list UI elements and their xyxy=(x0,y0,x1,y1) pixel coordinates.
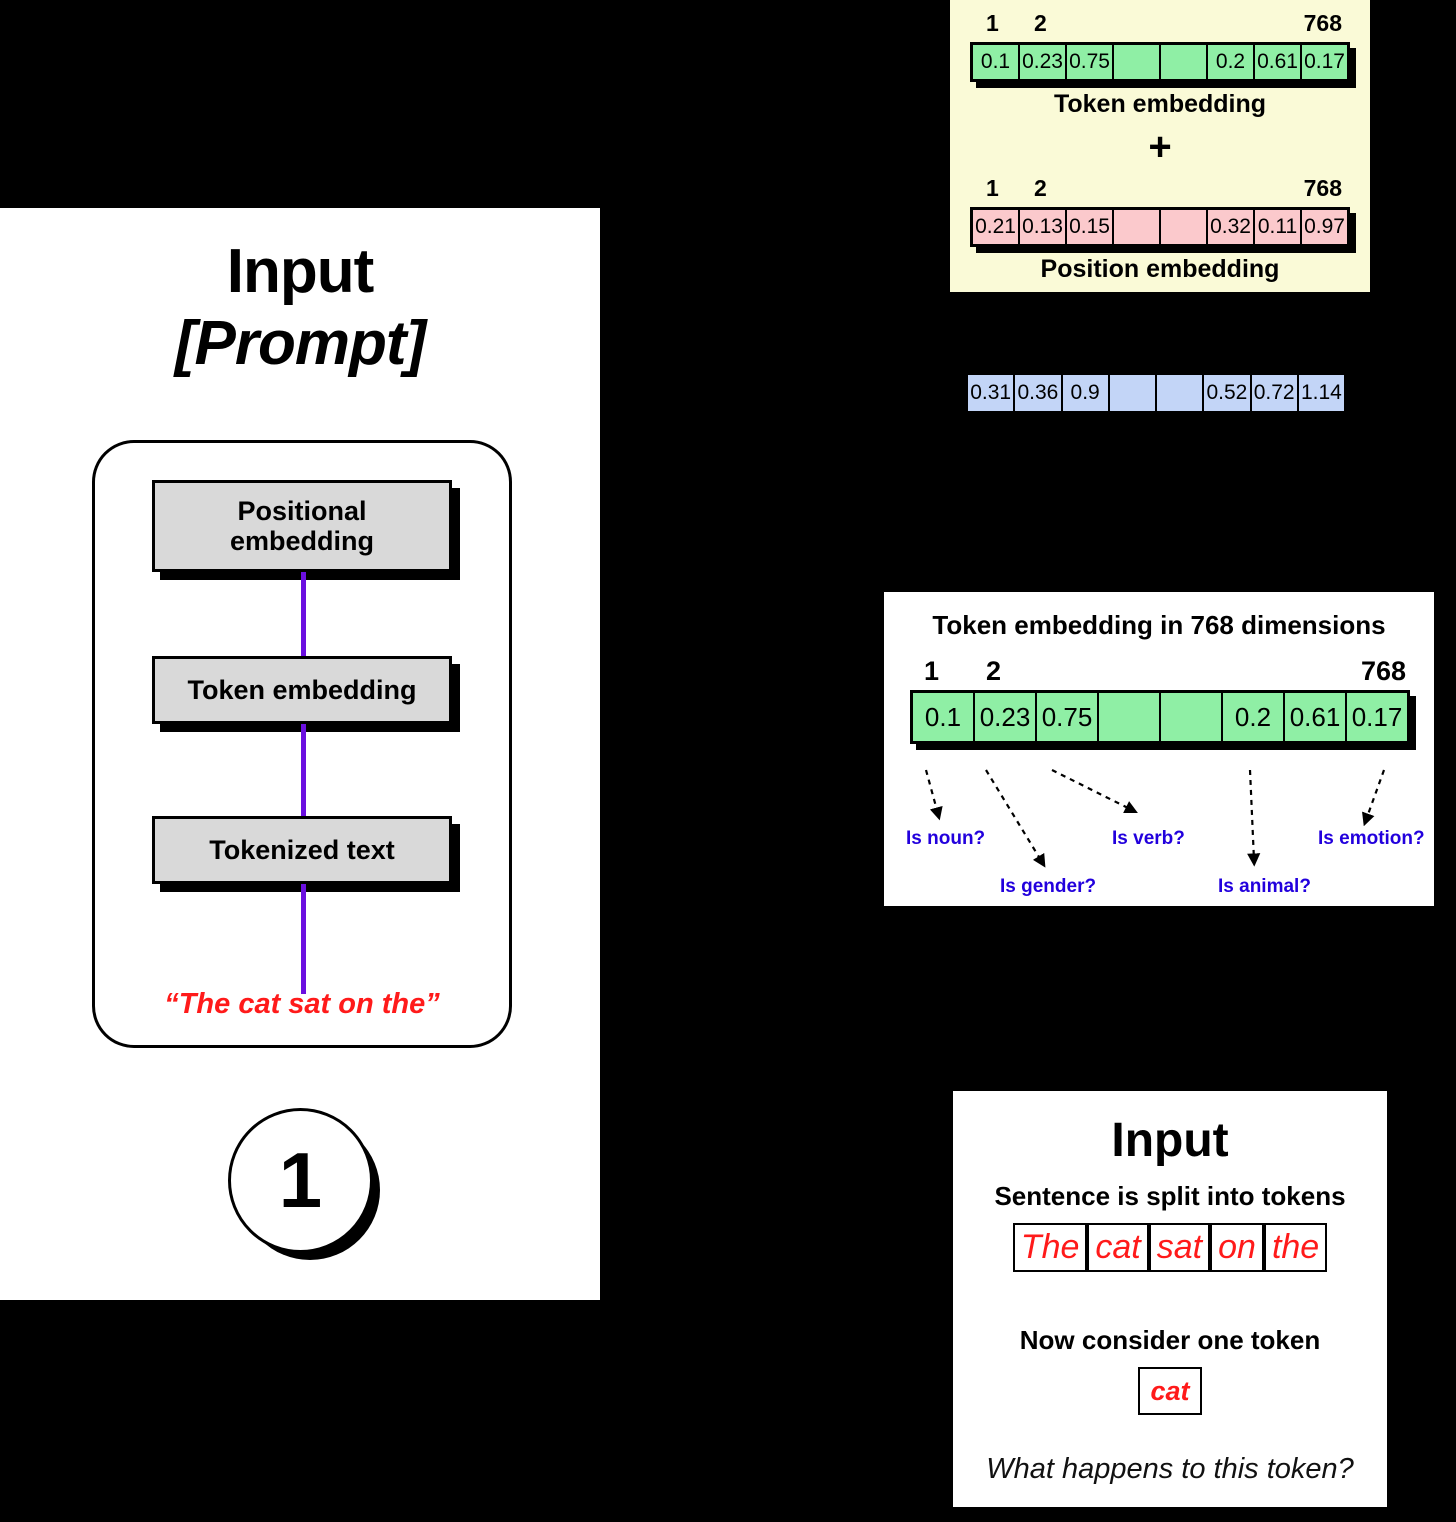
pointer-is-emotion xyxy=(1362,769,1386,827)
token-embedding-cell-1: 0.1 xyxy=(973,45,1020,79)
position-embedding-cell-6: 0.32 xyxy=(1208,210,1255,244)
token-embedding-cell-4 xyxy=(1114,45,1161,79)
panel-title-prompt: [Prompt] xyxy=(174,309,426,378)
input-panel-title: Input xyxy=(1111,1114,1229,1167)
pipeline-connector-2 xyxy=(301,724,306,818)
position-embedding-caption: Position embedding xyxy=(1040,255,1280,283)
step-number-badge: 1 xyxy=(228,1108,380,1260)
token-box-sat[interactable]: sat xyxy=(1148,1223,1211,1272)
pipeline-connector-3 xyxy=(301,884,306,994)
stage-tokenized-text-label: Tokenized text xyxy=(209,834,395,865)
result-vector-cell-5 xyxy=(1157,375,1205,411)
feature-pointer-arrows xyxy=(924,769,1386,868)
selected-token-wrap: cat xyxy=(953,1367,1387,1415)
stage-tokenized-text[interactable]: Tokenized text xyxy=(152,816,452,884)
result-vector-cell-6: 0.52 xyxy=(1204,375,1252,411)
token-embedding-index-2: 2 xyxy=(1034,10,1047,36)
selected-token-label: cat xyxy=(1150,1375,1190,1406)
result-vector-cell-2: 0.36 xyxy=(1015,375,1063,411)
panel-title-input: Input xyxy=(226,237,375,306)
position-embedding-cell-5 xyxy=(1161,210,1208,244)
token-box-on[interactable]: on xyxy=(1210,1223,1264,1272)
token-embedding-cell-6: 0.2 xyxy=(1208,45,1255,79)
dimensions-vector-cell-5 xyxy=(1161,693,1223,741)
plus-operator: + xyxy=(1148,125,1172,169)
token-embedding-caption: Token embedding xyxy=(1053,90,1267,118)
token-embedding-index-row: 1 2 768 xyxy=(972,10,1348,38)
position-embedding-cell-3: 0.15 xyxy=(1067,210,1114,244)
position-embedding-index-2: 2 xyxy=(1034,175,1047,201)
result-vector-cell-7: 0.72 xyxy=(1251,375,1299,411)
result-vector-cell-1: 0.31 xyxy=(968,375,1016,411)
dimensions-vector-cell-3: 0.75 xyxy=(1037,693,1099,741)
dimensions-vector-cell-8: 0.17 xyxy=(1347,693,1407,741)
position-embedding-cell-8: 0.97 xyxy=(1302,210,1347,244)
token-dimensions-title: Token embedding in 768 dimensions xyxy=(932,610,1386,640)
token-embedding-cell-2: 0.23 xyxy=(1020,45,1067,79)
dimensions-vector-cell-4 xyxy=(1099,693,1161,741)
pointer-is-gender xyxy=(985,769,1046,868)
dimensions-index-1: 1 xyxy=(924,656,940,686)
token-box-the[interactable]: the xyxy=(1263,1223,1328,1272)
feature-label-is-gender: Is gender? xyxy=(1000,876,1097,897)
pipeline-connector-1 xyxy=(301,572,306,658)
token-embedding-index-768: 768 xyxy=(1303,10,1342,36)
result-vector-cell-8: 1.14 xyxy=(1298,375,1344,411)
result-vector-cell-3: 0.9 xyxy=(1062,375,1110,411)
dimensions-vector-cell-6: 0.2 xyxy=(1223,693,1285,741)
selected-token-box[interactable]: cat xyxy=(1138,1367,1202,1415)
result-vector-cell-4 xyxy=(1109,375,1157,411)
feature-label-is-emotion: Is emotion? xyxy=(1318,828,1425,849)
stage-token-embedding[interactable]: Token embedding xyxy=(152,656,452,724)
dimensions-index-768: 768 xyxy=(1360,656,1406,686)
position-embedding-cell-7: 0.11 xyxy=(1255,210,1302,244)
pointer-is-verb xyxy=(1051,769,1138,813)
token-box-The[interactable]: The xyxy=(1012,1223,1088,1272)
token-embedding-cell-7: 0.61 xyxy=(1255,45,1302,79)
dimensions-vector-cell-7: 0.61 xyxy=(1285,693,1347,741)
token-embedding-cell-8: 0.17 xyxy=(1302,45,1347,79)
pointer-is-animal xyxy=(1247,769,1261,867)
token-embedding-index-1: 1 xyxy=(986,10,999,36)
consider-one-token-label: Now consider one token xyxy=(1019,1325,1321,1355)
token-dimensions-panel: Token embedding in 768 dimensions 1 2 76… xyxy=(882,590,1436,908)
dimensions-index-row: 1 2 768 xyxy=(910,656,1410,690)
feature-label-is-noun: Is noun? xyxy=(906,828,986,849)
position-embedding-index-1: 1 xyxy=(986,175,999,201)
token-box-cat[interactable]: cat xyxy=(1087,1223,1149,1272)
dimensions-vector-cell-1: 0.1 xyxy=(913,693,975,741)
stage-token-embedding-label: Token embedding xyxy=(187,674,417,705)
step-badge-disc: 1 xyxy=(228,1108,373,1253)
position-embedding-cell-4 xyxy=(1114,210,1161,244)
feature-label-is-verb: Is verb? xyxy=(1112,828,1185,849)
input-panel-subtitle: Sentence is split into tokens xyxy=(994,1181,1346,1211)
prompt-sentence: “The cat sat on the” xyxy=(164,988,440,1020)
position-embedding-index-768: 768 xyxy=(1303,175,1342,201)
dimensions-vector-cell-2: 0.23 xyxy=(975,693,1037,741)
step-number-label: 1 xyxy=(278,1136,323,1224)
dimensions-index-2: 2 xyxy=(986,656,1002,686)
position-embedding-cell-2: 0.13 xyxy=(1020,210,1067,244)
feature-label-is-animal: Is animal? xyxy=(1218,876,1311,897)
closing-question: What happens to this token? xyxy=(986,1453,1354,1485)
position-embedding-index-row: 1 2 768 xyxy=(972,175,1348,203)
pointer-is-noun xyxy=(924,769,943,821)
token-embedding-cell-5 xyxy=(1161,45,1208,79)
position-embedding-cell-1: 0.21 xyxy=(973,210,1020,244)
token-embedding-cell-3: 0.75 xyxy=(1067,45,1114,79)
